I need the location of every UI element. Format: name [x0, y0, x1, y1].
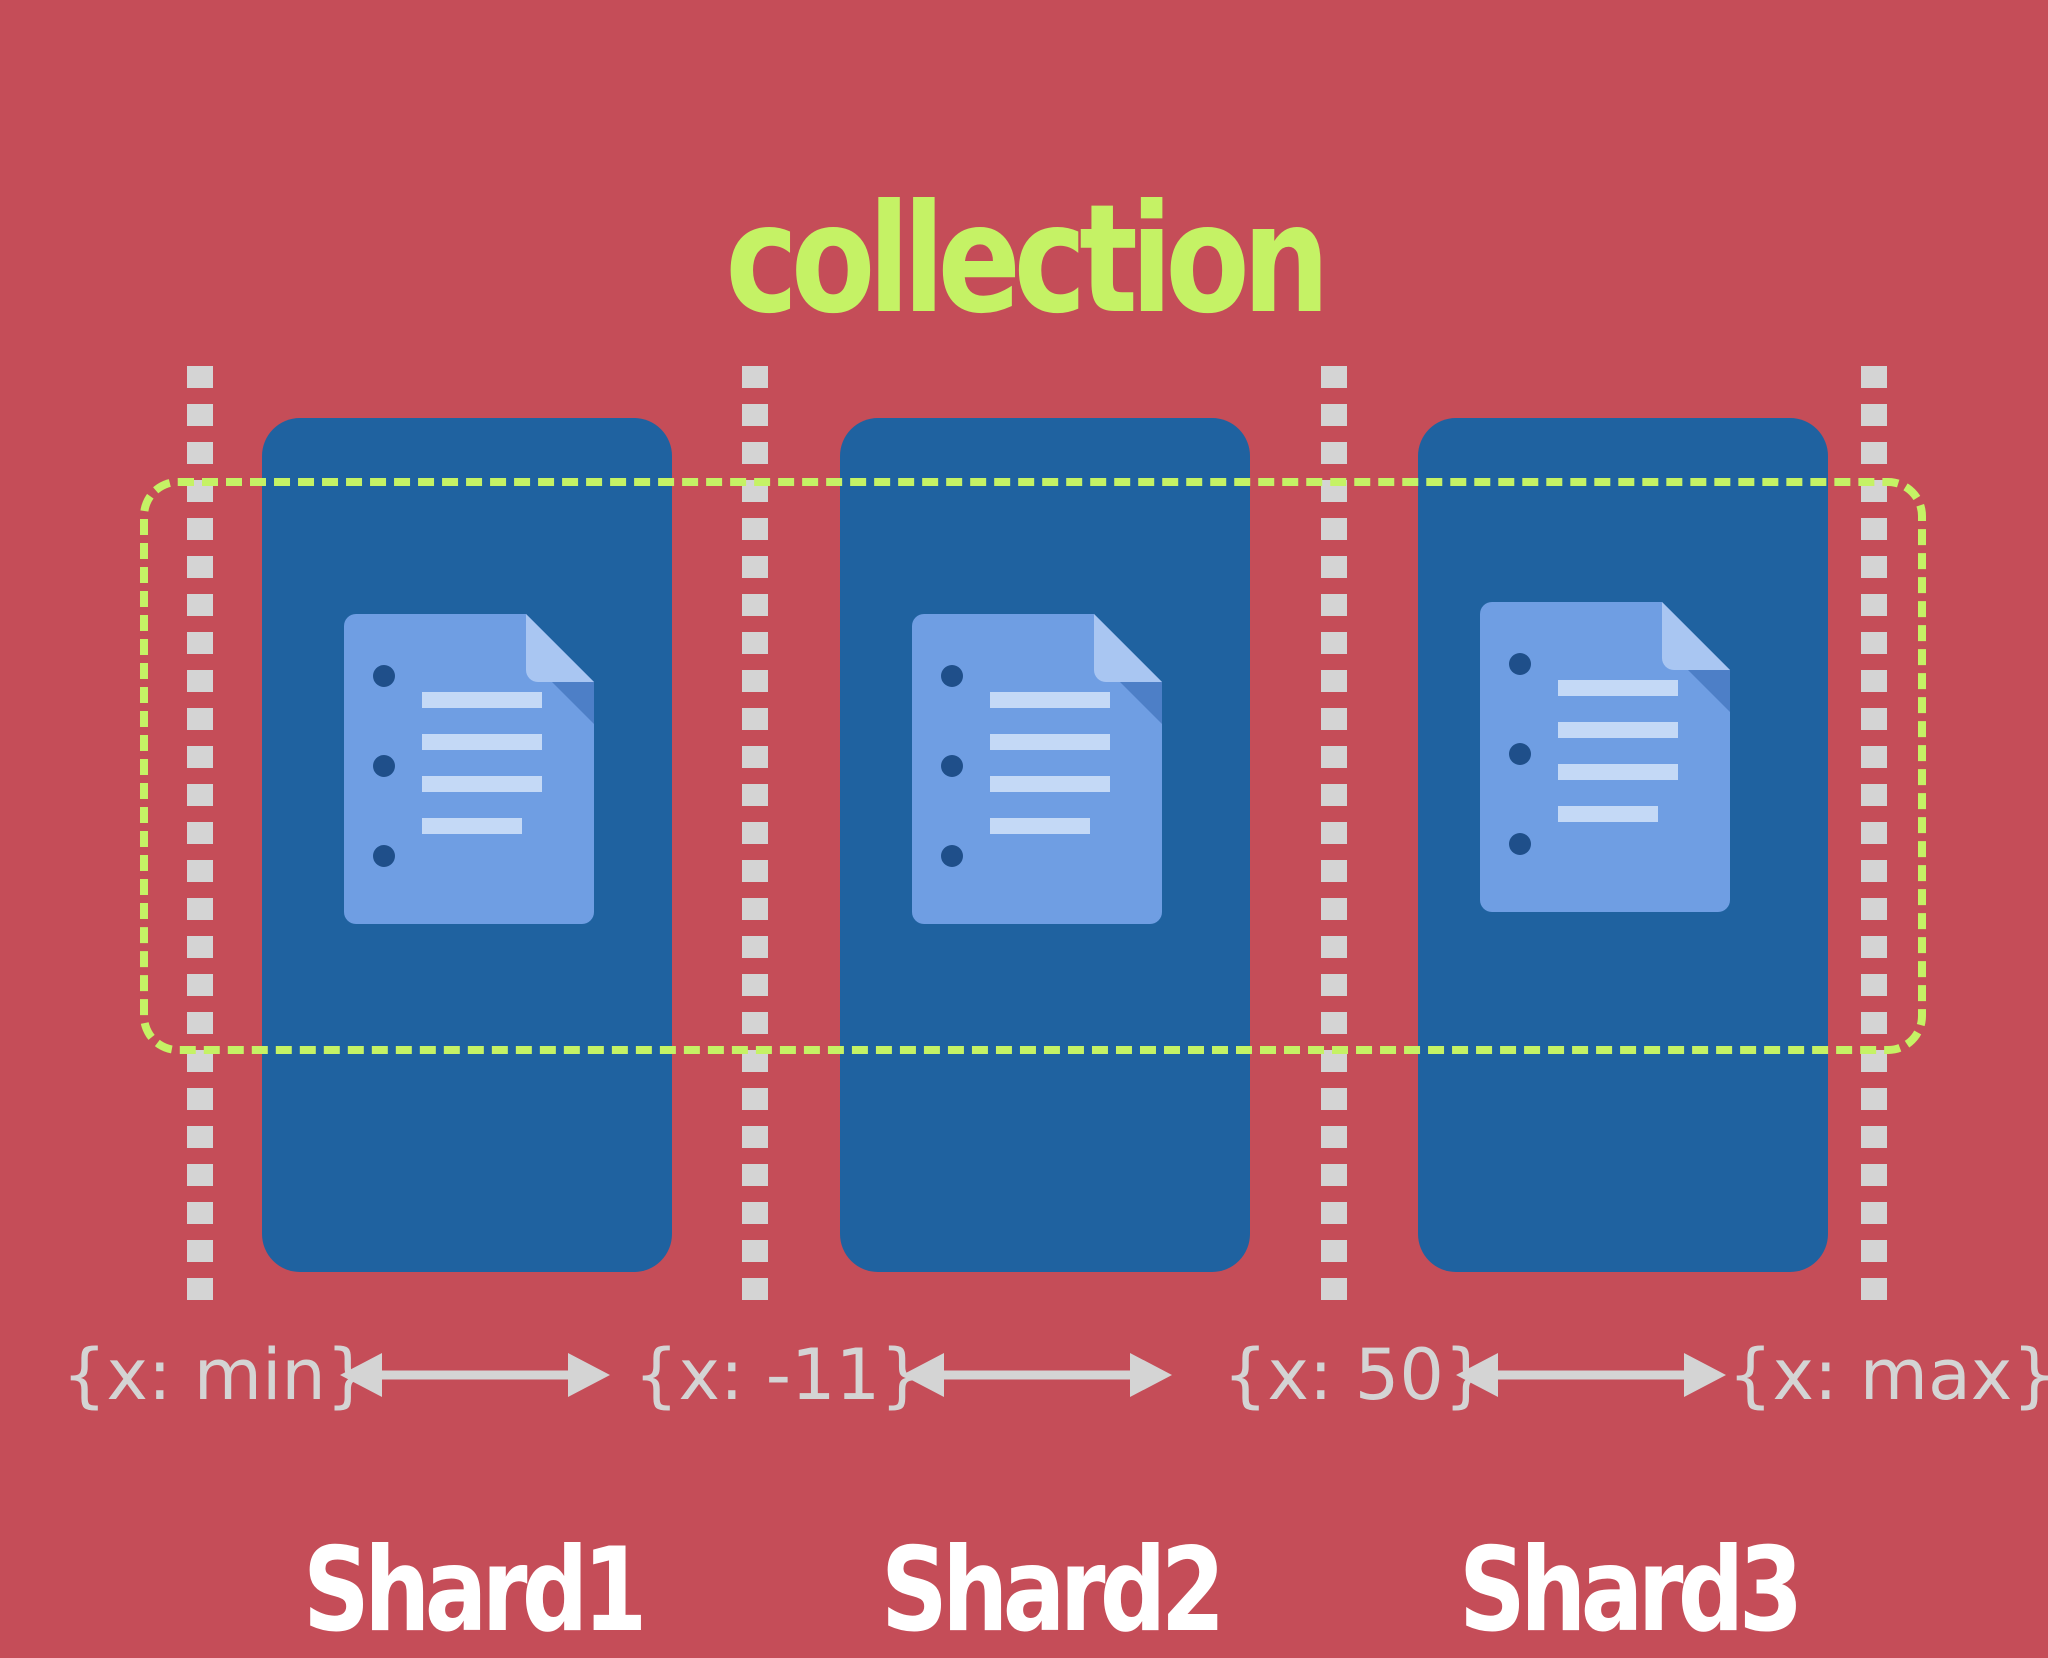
document-icon: [344, 614, 594, 924]
chunk-boundary-max: [1861, 366, 1887, 1300]
chunk-boundary-neg11: [742, 366, 768, 1300]
document-icon: [912, 614, 1162, 924]
range-label-neg11: {x: -11}: [634, 1334, 925, 1416]
range-label-max: {x: max}: [1728, 1334, 2048, 1416]
collection-boundary: [140, 478, 1926, 1054]
sharding-diagram: collection Shard1 Shard2 Shard3: [62, 173, 2048, 1656]
chunk-boundary-50: [1321, 366, 1347, 1300]
document-icon: [1480, 602, 1730, 912]
double-arrow-icon: [1456, 1353, 1726, 1397]
shard-1-label: Shard1: [303, 1523, 647, 1658]
double-arrow-icon: [340, 1353, 610, 1397]
double-arrow-icon: [902, 1353, 1172, 1397]
shard-3-label: Shard3: [1459, 1523, 1803, 1658]
range-label-50: {x: 50}: [1223, 1334, 1489, 1416]
collection-title: collection: [725, 173, 1330, 347]
shard-2-label: Shard2: [881, 1523, 1225, 1658]
chunk-boundary-min: [187, 366, 213, 1300]
range-label-min: {x: min}: [62, 1334, 371, 1416]
